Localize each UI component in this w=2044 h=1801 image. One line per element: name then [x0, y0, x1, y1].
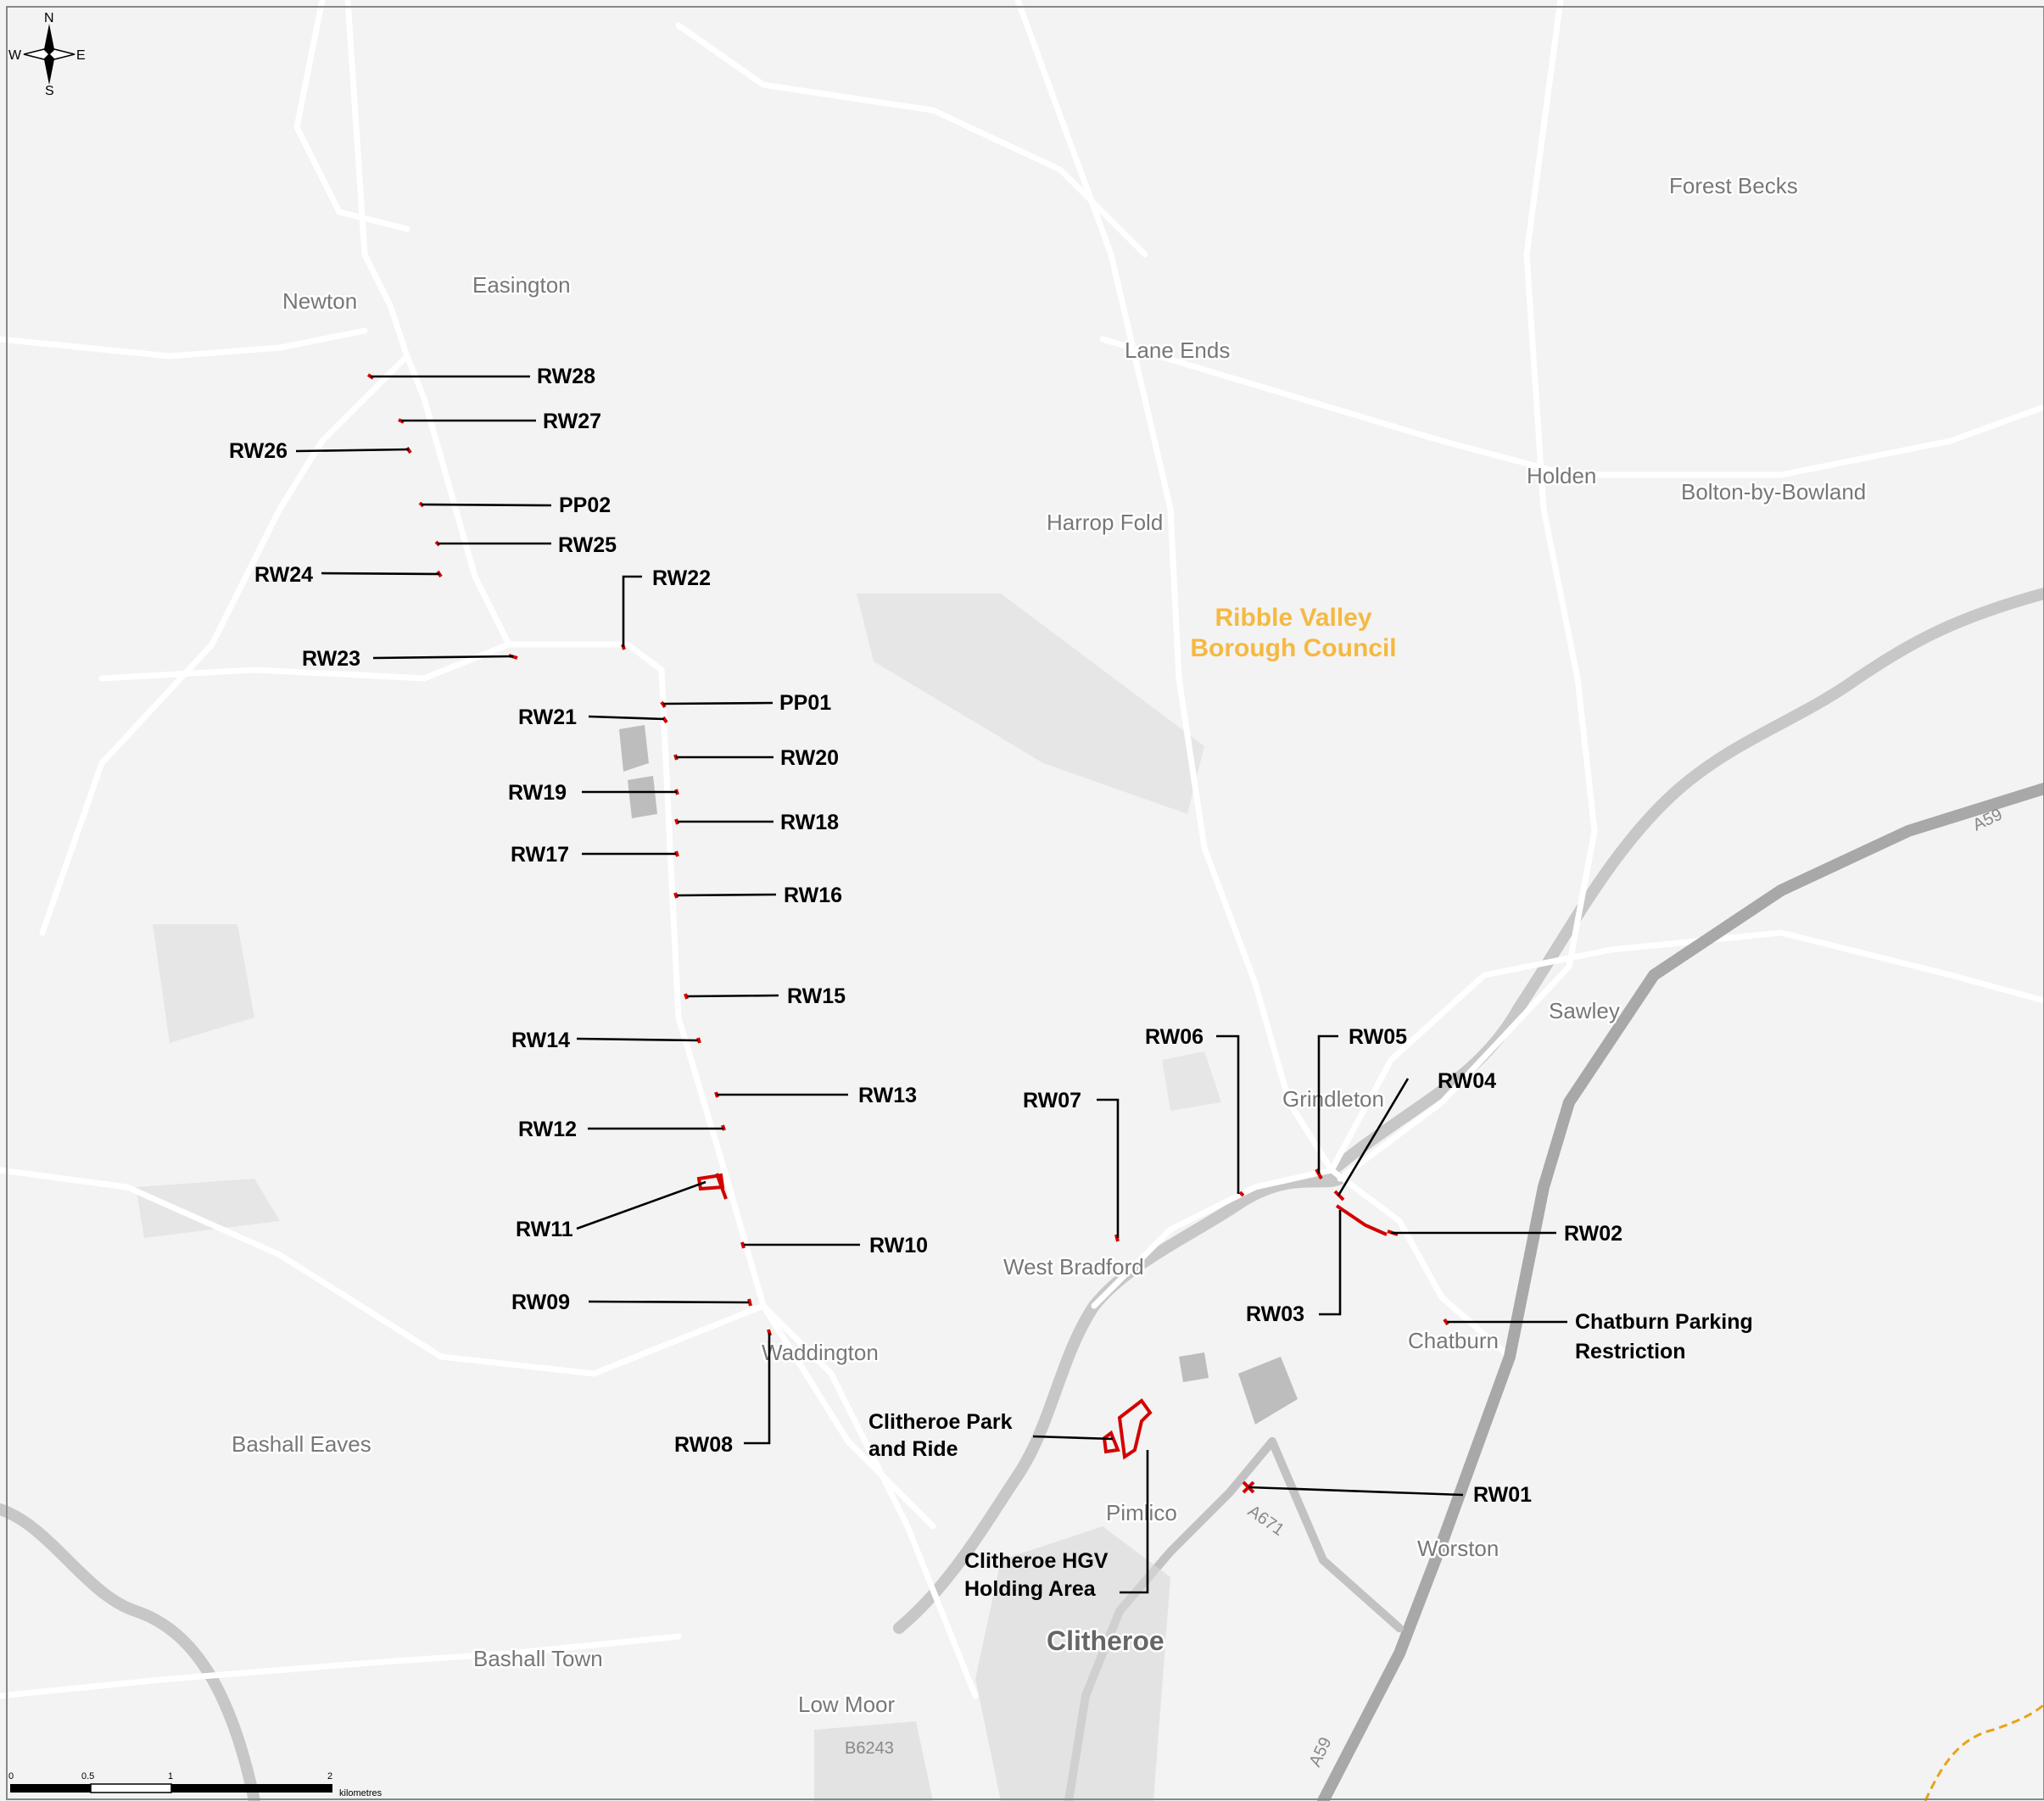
place-worston: Worston	[1417, 1536, 1499, 1561]
site-labels: RW28 RW27 RW26 PP02 RW25 RW24 RW22 RW23 …	[229, 365, 1753, 1601]
compass-n: N	[44, 11, 54, 25]
site-label-chatburn-2: Restriction	[1575, 1340, 1686, 1363]
site-label-pp01: PP01	[779, 691, 831, 715]
site-label-rw16: RW16	[784, 884, 842, 907]
site-label-rw02: RW02	[1564, 1222, 1622, 1246]
place-sawley: Sawley	[1549, 998, 1620, 1023]
place-newton: Newton	[282, 288, 357, 314]
town-clitheroe	[814, 1526, 1170, 1801]
site-label-park-ride-2: and Ride	[868, 1437, 958, 1461]
site-label-hgv-1: Clitheroe HGV	[964, 1549, 1109, 1573]
site-label-rw06: RW06	[1145, 1025, 1204, 1049]
scale-tick-0-5: 0.5	[81, 1771, 94, 1781]
place-holden: Holden	[1527, 463, 1596, 488]
place-west-bradford: West Bradford	[1003, 1254, 1144, 1280]
place-chatburn: Chatburn	[1408, 1328, 1499, 1353]
site-label-rw25: RW25	[558, 533, 617, 557]
place-grindleton: Grindleton	[1282, 1086, 1384, 1112]
site-label-rw03: RW03	[1246, 1302, 1304, 1326]
compass-w: W	[8, 48, 22, 63]
site-label-rw20: RW20	[780, 746, 839, 770]
compass-s: S	[45, 84, 54, 98]
scale-tick-1: 1	[168, 1771, 173, 1781]
site-label-rw08: RW08	[674, 1433, 733, 1457]
site-label-rw05: RW05	[1349, 1025, 1407, 1049]
road-ref-b6243: B6243	[845, 1739, 894, 1758]
council-label: Ribble Valley Borough Council	[1190, 604, 1396, 662]
scale-tick-0: 0	[8, 1771, 14, 1781]
place-harrop-fold: Harrop Fold	[1047, 510, 1163, 535]
site-label-rw28: RW28	[537, 365, 595, 388]
site-label-rw09: RW09	[511, 1291, 570, 1314]
site-label-rw01: RW01	[1473, 1483, 1532, 1507]
site-label-rw27: RW27	[543, 410, 601, 433]
scale-unit: kilometres	[339, 1788, 383, 1798]
place-bashall-eaves: Bashall Eaves	[232, 1431, 371, 1457]
place-forest-becks: Forest Becks	[1669, 173, 1798, 198]
site-label-rw04: RW04	[1438, 1069, 1496, 1093]
site-label-rw14: RW14	[511, 1029, 570, 1052]
site-label-rw15: RW15	[787, 984, 846, 1008]
council-line2: Borough Council	[1190, 634, 1396, 662]
site-label-rw23: RW23	[302, 647, 360, 671]
council-line1: Ribble Valley	[1215, 604, 1371, 632]
land-areas	[136, 594, 1221, 1238]
place-lane-ends: Lane Ends	[1125, 337, 1230, 363]
site-label-rw21: RW21	[518, 705, 577, 729]
site-label-rw10: RW10	[869, 1234, 928, 1257]
site-label-rw19: RW19	[508, 781, 567, 805]
compass-north-arrow	[44, 24, 54, 54]
scale-tick-2: 2	[327, 1771, 332, 1781]
compass-rose: N S E W	[8, 11, 86, 98]
council-boundary	[1924, 1703, 2044, 1801]
site-label-pp02: PP02	[559, 493, 611, 517]
place-clitheroe: Clitheroe	[1047, 1625, 1164, 1656]
map-frame	[6, 6, 2044, 1800]
place-bashall-town: Bashall Town	[473, 1646, 603, 1671]
site-label-rw12: RW12	[518, 1118, 577, 1141]
minor-roads	[0, 0, 2044, 1699]
place-easington: Easington	[472, 272, 571, 298]
site-label-rw24: RW24	[254, 563, 313, 587]
scale-bar: 0 0.5 1 2 kilometres	[8, 1771, 383, 1798]
place-waddington: Waddington	[762, 1340, 879, 1365]
water-bodies	[619, 725, 1298, 1425]
site-label-rw11: RW11	[516, 1218, 573, 1241]
site-label-rw26: RW26	[229, 439, 288, 463]
site-label-rw18: RW18	[780, 811, 839, 834]
leader-lines	[295, 375, 1567, 1594]
compass-e: E	[76, 48, 86, 63]
site-label-hgv-2: Holding Area	[964, 1577, 1097, 1601]
site-label-park-ride-1: Clitheroe Park	[868, 1410, 1013, 1434]
place-pimlico: Pimlico	[1106, 1500, 1177, 1525]
site-label-rw22: RW22	[652, 566, 711, 590]
place-labels: Newton Easington Lane Ends Forest Becks …	[230, 171, 1868, 1720]
site-label-rw13: RW13	[858, 1084, 917, 1107]
place-bolton-by-bowland: Bolton-by-Bowland	[1681, 479, 1866, 505]
site-label-chatburn-1: Chatburn Parking	[1575, 1310, 1753, 1334]
site-label-rw07: RW07	[1023, 1089, 1081, 1112]
place-low-moor: Low Moor	[798, 1692, 895, 1717]
site-label-rw17: RW17	[511, 843, 569, 867]
